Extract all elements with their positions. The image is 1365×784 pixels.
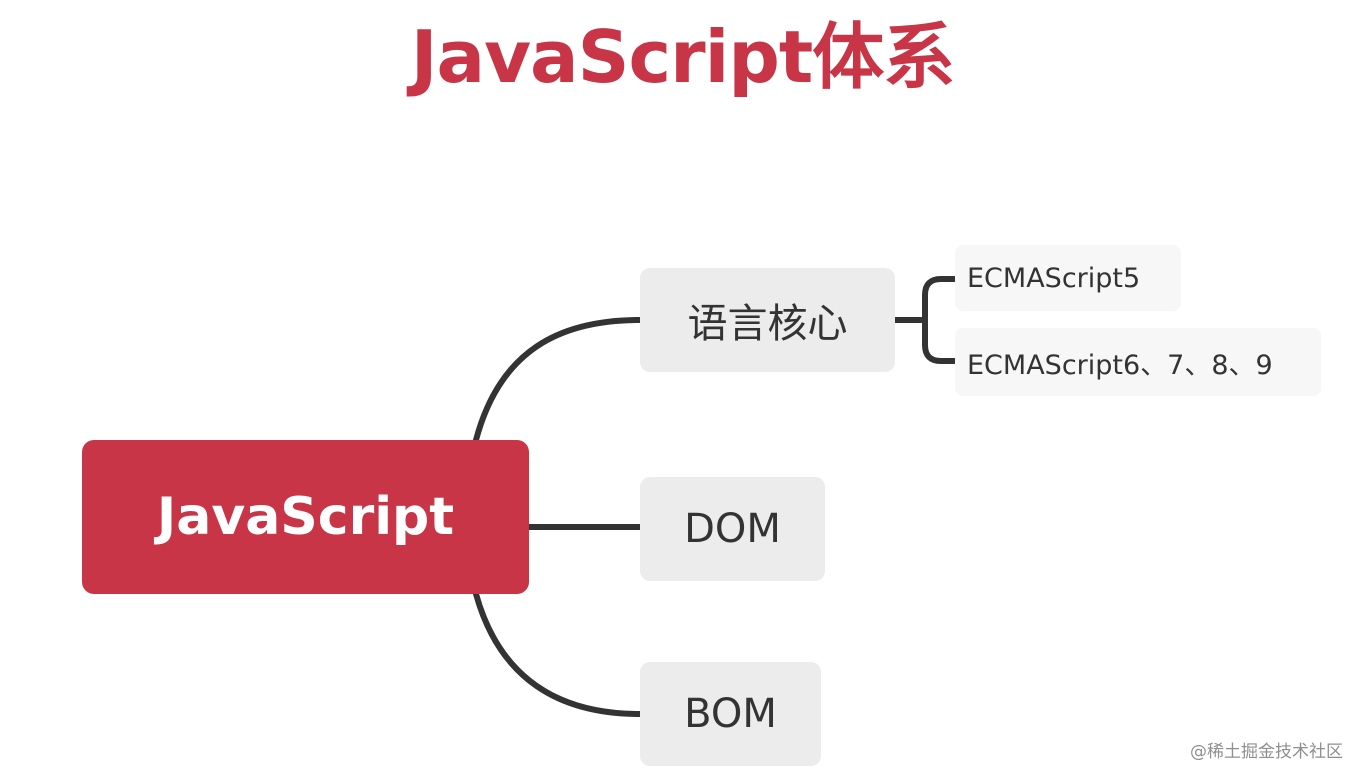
connector-root-to-bom: [473, 591, 643, 717]
root-node-javascript: JavaScript: [82, 440, 529, 594]
branch-node-dom: DOM: [640, 477, 825, 581]
branch-node-language-core: 语言核心: [640, 268, 895, 372]
connector-core-to-es6: [922, 317, 958, 364]
watermark: @稀土掘金技术社区: [1190, 742, 1343, 762]
leaf-node-ecmascript6-9: ECMAScript6、7、8、9: [955, 328, 1321, 396]
connector-core-to-es5: [922, 276, 958, 323]
branch-node-bom: BOM: [640, 662, 821, 766]
page-title: JavaScript体系: [410, 14, 956, 99]
leaf-node-ecmascript5: ECMAScript5: [955, 245, 1181, 311]
connector-root-to-core: [473, 317, 643, 443]
